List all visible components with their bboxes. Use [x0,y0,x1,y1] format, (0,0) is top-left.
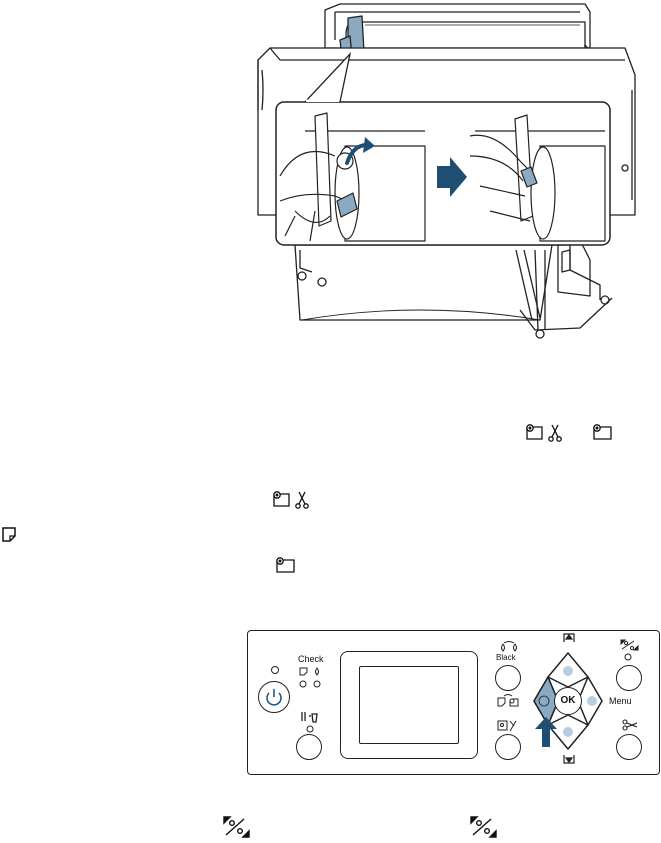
left-button[interactable] [532,681,554,717]
roll-paper-cut-icon [272,490,316,510]
roll-paper-icon [275,556,301,576]
power-icon [259,682,289,712]
roll-paper-icon [592,423,618,443]
check-lights-icon [298,666,326,690]
ok-label: OK [561,695,576,706]
lcd-screen-bezel [340,651,478,759]
paper-feed-icon [496,719,518,733]
media-adjust-icon [620,639,640,651]
sheet-paper-icon [1,526,19,544]
up-button[interactable] [553,657,583,683]
media-adjust-button[interactable] [616,665,642,691]
paper-source-icon [496,693,522,709]
roll-paper-cut-icon [525,423,569,443]
ink-switch-icon [498,641,522,653]
media-adjust-icon [469,815,499,839]
power-led-icon [270,665,280,675]
right-button[interactable] [582,681,604,717]
media-adjust-icon [222,815,252,839]
power-button[interactable] [258,681,290,713]
pause-cancel-icon [300,711,318,723]
check-label: Check [298,654,324,664]
feed-up-icon [562,633,576,643]
ok-button[interactable]: OK [554,687,582,715]
inset-drawing [275,101,611,246]
press-arrow-icon [535,717,557,747]
black-ink-button[interactable] [495,665,521,691]
feed-down-icon [562,754,576,764]
black-label: Black [496,653,516,662]
lcd-screen [359,666,459,744]
menu-label: Menu [609,696,632,706]
inset-callout [275,101,611,246]
down-button[interactable] [553,719,583,745]
paper-cut-button[interactable] [616,734,642,760]
pause-cancel-button[interactable] [296,734,322,760]
pause-led-icon [306,725,314,733]
media-adjust-led-icon [624,653,632,661]
control-panel: Check Black [247,630,660,775]
cutter-icon [622,719,638,731]
callout-pointer [300,52,360,102]
paper-feed-button[interactable] [495,734,521,760]
